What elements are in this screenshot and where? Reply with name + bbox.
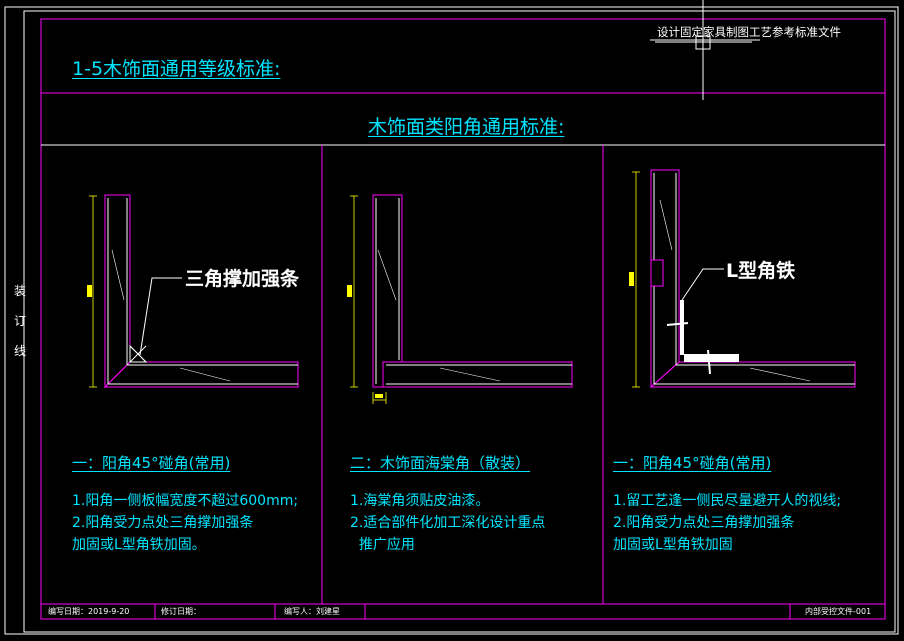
cursor-pickbox: [695, 35, 711, 50]
footer-doc-code: 内部受控文件-001: [805, 607, 872, 616]
panel-heading: 一：阳角45°碰角(常用): [613, 454, 772, 472]
callout-label: L型角铁: [726, 260, 796, 282]
binding-char: 装: [14, 284, 27, 298]
subsection-title: 木饰面类阳角通用标准:: [368, 116, 565, 138]
panel-line: 加固或L型角铁加固: [613, 537, 733, 553]
section-title: 1-5木饰面通用等级标准:: [72, 58, 281, 80]
panel-line: 推广应用: [350, 537, 415, 553]
panel-line: 1.海棠角须贴皮油漆。: [350, 493, 490, 509]
panel1-diagram: [87, 194, 299, 389]
binding-char: 订: [14, 314, 27, 328]
binding-char: 线: [14, 344, 27, 358]
callout-label: 三角撑加强条: [185, 268, 300, 290]
panel-line: 加固或L型角铁加固。: [72, 537, 206, 553]
inner-border: [23, 10, 896, 633]
panel-line: 2.阳角受力点处三角撑加强条: [72, 515, 254, 531]
panel-line: 2.适合部件化加工深化设计重点: [350, 515, 546, 531]
footer-revise-date: 修订日期：: [161, 607, 201, 616]
panel-heading: 二：木饰面海棠角（散装）: [350, 454, 531, 472]
footer-date: 编写日期：2019-9-20: [48, 607, 130, 616]
panel-line: 1.留工艺逢一侧民尽量避开人的视线;: [613, 493, 842, 509]
panel-heading: 一：阳角45°碰角(常用): [72, 454, 231, 472]
panel3-diagram: [629, 169, 856, 389]
footer-author: 编写人：刘建星: [284, 607, 340, 616]
outer-border: [4, 6, 899, 635]
doc-title: 设计固定家具制图工艺参考标准文件: [657, 25, 841, 39]
title-frame: [40, 18, 886, 620]
panel-line: 2.阳角受力点处三角撑加强条: [613, 515, 795, 531]
panel-line: 1.阳角一侧板幅宽度不超过600mm;: [72, 493, 299, 509]
panel2-diagram: [347, 194, 573, 404]
